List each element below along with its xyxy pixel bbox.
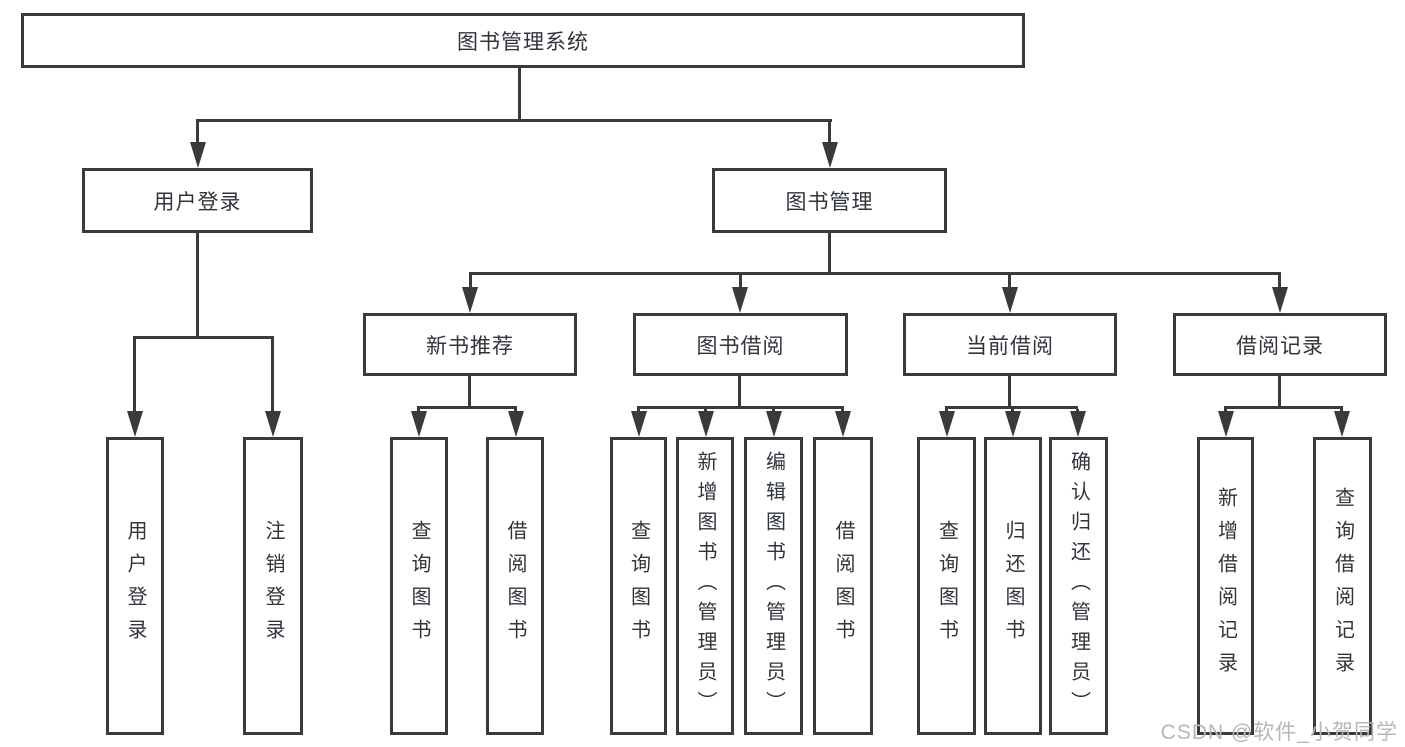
connector-line (196, 121, 199, 144)
connector-line (468, 376, 471, 406)
connector-line (637, 406, 844, 409)
arrowhead-down-icon (1002, 287, 1018, 313)
node-new-book-recommend: 新书推荐 (363, 313, 577, 376)
connector-line (945, 406, 1078, 409)
arrowhead-down-icon (508, 411, 524, 437)
arrowhead-down-icon (732, 287, 748, 313)
leaf-br-add-record-label: 新增借阅记录 (1214, 487, 1237, 685)
leaf-bb-query-books: 查询图书 (610, 437, 667, 735)
leaf-nb-borrow-books: 借阅图书 (486, 437, 544, 735)
arrowhead-down-icon (1070, 411, 1086, 437)
arrowhead-down-icon (1334, 411, 1350, 437)
node-new-book-recommend-label: 新书推荐 (426, 334, 514, 358)
leaf-user-login: 用户登录 (106, 437, 164, 735)
node-borrowing-records: 借阅记录 (1173, 313, 1387, 376)
leaf-logout-label: 注销登录 (262, 520, 284, 652)
leaf-bb-add-books-admin-label: 新增图书（管理员） (694, 451, 716, 721)
connector-line (828, 121, 831, 144)
node-root: 图书管理系统 (21, 13, 1025, 68)
arrowhead-down-icon (1005, 411, 1021, 437)
node-book-management-label: 图书管理 (785, 190, 874, 214)
connector-line (739, 275, 742, 289)
leaf-cb-return-books: 归还图书 (984, 437, 1042, 735)
leaf-nb-borrow-books-label: 借阅图书 (504, 520, 526, 652)
leaf-br-query-record: 查询借阅记录 (1313, 437, 1372, 735)
leaf-cb-confirm-return-admin-label: 确认归还（管理员） (1067, 451, 1090, 721)
connector-line (1278, 275, 1281, 289)
leaf-user-login-label: 用户登录 (124, 520, 146, 652)
connector-line (469, 272, 1281, 275)
leaf-nb-query-books: 查询图书 (390, 437, 448, 735)
leaf-cb-return-books-label: 归还图书 (1002, 520, 1024, 652)
watermark: CSDN @软件_小贺同学 (1160, 721, 1398, 744)
leaf-bb-query-books-label: 查询图书 (627, 520, 650, 652)
node-book-borrowing: 图书借阅 (633, 313, 848, 376)
arrowhead-down-icon (1272, 287, 1288, 313)
arrowhead-down-icon (127, 411, 143, 437)
connector-line (518, 67, 521, 119)
leaf-cb-query-books: 查询图书 (917, 437, 976, 735)
leaf-cb-query-books-label: 查询图书 (935, 520, 958, 652)
arrowhead-down-icon (822, 142, 838, 168)
arrowhead-down-icon (766, 411, 782, 437)
arrowhead-down-icon (631, 411, 647, 437)
node-current-borrowing-label: 当前借阅 (966, 334, 1054, 358)
connector-line (1008, 376, 1011, 406)
node-book-management: 图书管理 (712, 168, 947, 233)
connector-line (1224, 406, 1343, 409)
leaf-br-query-record-label: 查询借阅记录 (1331, 487, 1354, 685)
leaf-bb-edit-books-admin-label: 编辑图书（管理员） (762, 451, 785, 721)
leaf-logout: 注销登录 (243, 437, 303, 735)
connector-line (196, 233, 199, 336)
connector-line (196, 119, 832, 122)
leaf-nb-query-books-label: 查询图书 (408, 520, 430, 652)
node-book-borrowing-label: 图书借阅 (696, 334, 785, 358)
arrowhead-down-icon (411, 411, 427, 437)
node-root-label: 图书管理系统 (457, 30, 589, 54)
node-user-login-label: 用户登录 (153, 190, 242, 214)
connector-line (469, 275, 472, 289)
leaf-cb-confirm-return-admin: 确认归还（管理员） (1049, 437, 1108, 735)
connector-line (417, 406, 517, 409)
arrowhead-down-icon (462, 287, 478, 313)
arrowhead-down-icon (1218, 411, 1234, 437)
leaf-bb-add-books-admin: 新增图书（管理员） (676, 437, 734, 735)
connector-line (738, 376, 741, 406)
connector-line (1008, 275, 1011, 289)
arrowhead-down-icon (939, 411, 955, 437)
connector-line (1278, 376, 1281, 406)
arrowhead-down-icon (265, 411, 281, 437)
arrowhead-down-icon (190, 142, 206, 168)
arrowhead-down-icon (835, 411, 851, 437)
node-borrowing-records-label: 借阅记录 (1236, 334, 1324, 358)
connector-line (133, 336, 274, 339)
leaf-bb-borrow-books: 借阅图书 (813, 437, 873, 735)
connector-line (828, 233, 831, 272)
leaf-br-add-record: 新增借阅记录 (1197, 437, 1254, 735)
connector-line (271, 339, 274, 413)
arrowhead-down-icon (698, 411, 714, 437)
leaf-bb-borrow-books-label: 借阅图书 (832, 520, 854, 652)
connector-line (133, 339, 136, 413)
leaf-bb-edit-books-admin: 编辑图书（管理员） (744, 437, 803, 735)
node-user-login: 用户登录 (82, 168, 313, 233)
node-current-borrowing: 当前借阅 (903, 313, 1117, 376)
